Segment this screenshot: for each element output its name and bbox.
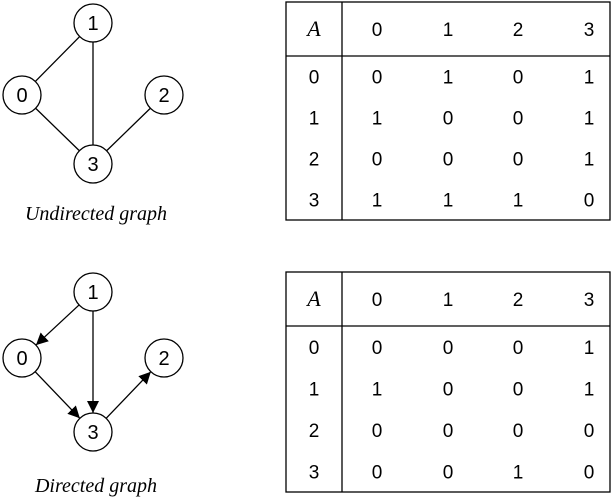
matrix-column-header-1: 1 — [443, 290, 454, 311]
node-1-circle — [73, 3, 113, 43]
edge-0-3 — [35, 107, 80, 152]
node-3-label: 3 — [87, 154, 98, 176]
matrix-border — [285, 271, 611, 493]
matrix-cell-2-1: 0 — [443, 421, 454, 442]
matrix-border — [285, 1, 611, 221]
directed-adjacency-matrix: A 0 1 2 3 0 0 0 0 1 1 1 0 0 1 2 0 0 0 0 3 0 0 1 0 — [285, 271, 611, 493]
undirected-nodes: 0 1 2 3 — [2, 3, 184, 184]
matrix-cell-1-0: 1 — [372, 109, 383, 130]
matrix-cell-0-0: 0 — [372, 68, 383, 89]
matrix-cell-1-0: 1 — [372, 379, 383, 400]
undirected-graph-caption: Undirected graph — [25, 203, 167, 225]
directed-graph: 0 1 2 3 — [2, 272, 184, 452]
undirected-graph: 0 1 2 3 — [2, 3, 184, 184]
matrix-row-label-0: 0 — [309, 338, 320, 359]
matrix-column-header-3: 3 — [584, 20, 595, 41]
matrix-cell-1-3: 1 — [584, 109, 595, 130]
node-3-circle — [73, 144, 113, 184]
matrix-cell-3-3: 0 — [584, 462, 595, 483]
matrix-cell-2-1: 0 — [443, 150, 454, 171]
node-0-label: 0 — [16, 85, 27, 107]
edge-3-2 — [105, 371, 152, 419]
matrix-cell-0-3: 1 — [584, 68, 595, 89]
node-0-circle — [2, 338, 42, 378]
matrix-row-label-0: 0 — [309, 68, 320, 89]
matrix-row-label-1: 1 — [309, 109, 320, 130]
matrix-cell-0-1: 1 — [443, 68, 454, 89]
node-2-circle — [144, 338, 184, 378]
edge-1-0 — [34, 36, 81, 82]
matrix-corner-label: A — [305, 16, 321, 41]
matrix-column-header-2: 2 — [513, 20, 524, 41]
node-2-circle — [144, 75, 184, 115]
matrix-cell-2-3: 1 — [584, 150, 595, 171]
matrix-row-label-2: 2 — [309, 150, 320, 171]
matrix-cell-0-3: 1 — [584, 338, 595, 359]
matrix-cell-2-0: 0 — [372, 150, 383, 171]
directed-graph-caption: Directed graph — [34, 475, 157, 497]
node-2-label: 2 — [158, 85, 169, 107]
matrix-cell-2-2: 0 — [513, 421, 524, 442]
matrix-column-header-0: 0 — [372, 290, 383, 311]
directed-nodes: 0 1 2 3 — [2, 272, 184, 452]
matrix-cell-3-1: 1 — [443, 191, 454, 212]
node-1-circle — [73, 272, 113, 312]
matrix-cell-2-2: 0 — [513, 150, 524, 171]
matrix-column-header-3: 3 — [584, 290, 595, 311]
node-3-circle — [73, 412, 113, 452]
node-1-label: 1 — [87, 282, 98, 304]
matrix-corner-label: A — [305, 286, 321, 311]
edge-1-0 — [35, 304, 80, 346]
undirected-adjacency-matrix: A 0 1 2 3 0 0 1 0 1 1 1 0 0 1 2 0 0 0 1 3 1 1 1 0 — [285, 1, 611, 221]
node-2-label: 2 — [158, 348, 169, 370]
matrix-row-label-1: 1 — [309, 379, 320, 400]
edge-2-3 — [106, 107, 151, 152]
matrix-column-header-2: 2 — [513, 290, 524, 311]
matrix-cell-0-2: 0 — [513, 68, 524, 89]
matrix-cell-3-3: 0 — [584, 191, 595, 212]
matrix-cell-2-0: 0 — [372, 421, 383, 442]
matrix-cell-1-1: 0 — [443, 379, 454, 400]
matrix-cell-1-1: 0 — [443, 109, 454, 130]
matrix-cell-0-2: 0 — [513, 338, 524, 359]
matrix-cell-0-0: 0 — [372, 338, 383, 359]
matrix-cell-0-1: 0 — [443, 338, 454, 359]
matrix-cell-3-2: 1 — [513, 462, 524, 483]
matrix-cell-3-2: 1 — [513, 191, 524, 212]
node-0-circle — [2, 75, 42, 115]
directed-edges — [34, 304, 152, 419]
matrix-cell-1-3: 1 — [584, 379, 595, 400]
matrix-cell-1-2: 0 — [513, 379, 524, 400]
matrix-cell-3-0: 1 — [372, 191, 383, 212]
matrix-column-header-1: 1 — [443, 20, 454, 41]
edge-0-3 — [34, 371, 81, 419]
matrix-row-label-3: 3 — [309, 191, 320, 212]
node-0-label: 0 — [16, 348, 27, 370]
matrix-cell-3-1: 0 — [443, 462, 454, 483]
node-3-label: 3 — [87, 422, 98, 444]
matrix-column-header-0: 0 — [372, 20, 383, 41]
matrix-cell-2-3: 0 — [584, 421, 595, 442]
matrix-cell-1-2: 0 — [513, 109, 524, 130]
matrix-cell-3-0: 0 — [372, 462, 383, 483]
node-1-label: 1 — [87, 13, 98, 35]
matrix-row-label-3: 3 — [309, 462, 320, 483]
matrix-row-label-2: 2 — [309, 421, 320, 442]
undirected-edges — [34, 36, 151, 152]
